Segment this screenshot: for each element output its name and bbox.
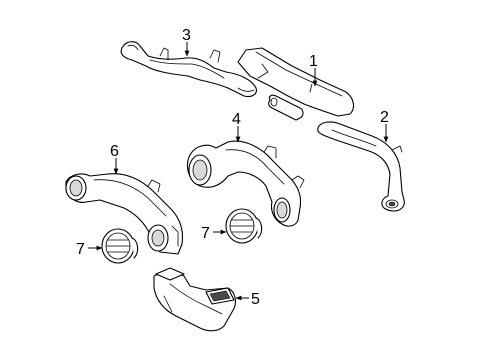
callout-2: 2: [380, 109, 389, 126]
callout-3: 3: [182, 27, 191, 44]
part-2-pipe: [317, 121, 405, 212]
callout-7-left: 7: [76, 241, 85, 258]
part-7-grille-center: [225, 208, 263, 244]
part-7-grille-left: [101, 228, 139, 264]
callout-5: 5: [251, 291, 260, 308]
part-1-duct: [237, 47, 355, 121]
part-5-duct: [153, 267, 237, 332]
callout-6: 6: [110, 143, 119, 160]
part-4-duct: [186, 140, 305, 227]
callout-labels: 1 2 3 4 5 6 7 7: [76, 27, 389, 308]
part-6-duct: [65, 173, 184, 255]
callout-4: 4: [232, 111, 241, 128]
callout-1: 1: [309, 53, 318, 70]
part-3-duct: [120, 41, 257, 98]
callout-leaders: [88, 42, 389, 301]
callout-7-center: 7: [201, 225, 210, 242]
